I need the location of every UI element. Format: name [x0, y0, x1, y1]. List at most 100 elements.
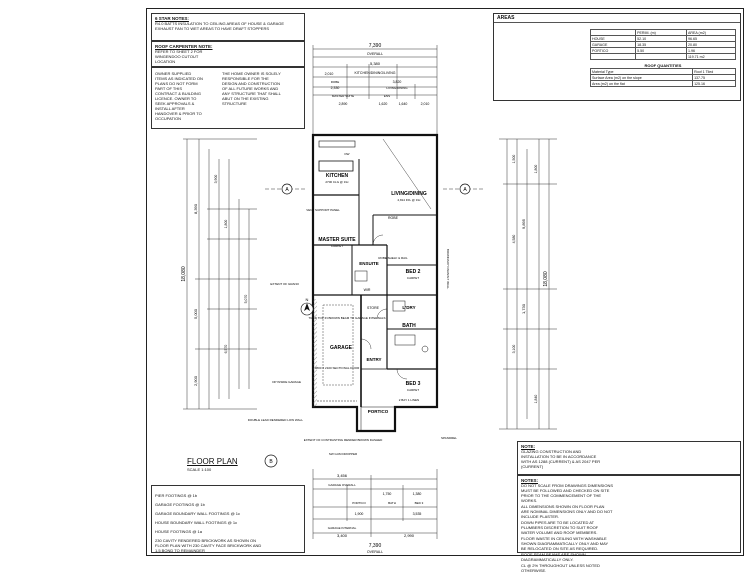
left-dim: 8,390: [193, 203, 198, 214]
owner-note-box: OWNER SUPPLIED ITEMS AS INDICATED ON PLA…: [151, 67, 305, 129]
top-dim-label: LIVING/DINING: [386, 86, 408, 90]
top-dim-label: KITCHEN/DINING/LIVING: [354, 71, 395, 75]
callout: EXTENT OF GRANO: [270, 282, 299, 286]
section-marker-left: A: [265, 183, 307, 195]
left-overall-dim: 18,080: [181, 266, 187, 282]
legend-item: HOUSE BOUNDARY WALL FOOTINGS @ 1c: [155, 520, 238, 525]
star-notes-title: 6 STAR NOTES:: [155, 16, 189, 21]
bottom-dim-label: BATH: [388, 501, 396, 505]
north-label: N: [306, 297, 309, 302]
floor-plan-drawing: 7,390 OVERALL 5,380 KITCHEN/DINING/LIVIN…: [181, 43, 557, 554]
top-dim: 5,380: [370, 61, 381, 66]
callout: EXTENT OF CONTRASTING RENDER BROWN DASHE…: [304, 438, 383, 442]
glazing-note-title: NOTE:: [521, 444, 535, 449]
room-kitchen: KITCHEN: [326, 173, 349, 179]
overall-bottom-dim: 7,390: [369, 543, 382, 549]
drawing-sheet: 6 STAR NOTES: R4.0 BATTS INSULATION TO C…: [146, 8, 744, 573]
top-dim: 2,890: [339, 102, 348, 106]
roof-carpenter-text: REFER TO SHEET 2 FOR WINGENDOO CUTOUT LO…: [155, 49, 203, 64]
right-dim: 1,800: [534, 165, 538, 174]
left-dim: 3,900: [214, 175, 218, 184]
room-bed3: BED 3: [406, 381, 421, 387]
bottom-dim-label: GARAGE OVERALL: [328, 483, 356, 487]
legend-item: HOUSE FOOTINGS @ 1a: [155, 529, 202, 534]
top-dim: 3,820: [393, 80, 402, 84]
bottom-dim: 1,750: [383, 492, 392, 496]
callout: 2 BAY 1 LINEN: [399, 398, 419, 402]
top-dim-label: ENS: [384, 94, 390, 98]
areas-cell: 119.71 m2: [685, 53, 737, 60]
plan-title: FLOOR PLAN: [187, 457, 238, 466]
section-marker-label: A: [285, 187, 289, 193]
callout: SW GUM DROPPER: [329, 452, 358, 456]
right-dim: 3,100: [512, 345, 516, 354]
room-entry: ENTRY: [366, 357, 381, 362]
left-dim: 6,570: [224, 345, 228, 354]
left-dim: 5,000: [193, 308, 198, 319]
bottom-dim: 1,900: [355, 512, 364, 516]
bottom-dim: 3,400: [337, 533, 348, 538]
bottom-dim-label: PORTICO: [352, 501, 366, 505]
room-kitchen-sub: 2700 CLG @ 31c: [325, 180, 349, 184]
areas-title: AREAS: [494, 14, 740, 23]
room-master: MASTER SUITE: [318, 237, 356, 243]
plan-scale: SCALE 1:100: [187, 467, 212, 472]
right-dim: 1,840: [534, 395, 538, 404]
overall-bottom-label: OVERALL: [367, 550, 383, 554]
room-wir: WIR: [364, 288, 371, 292]
roof-carpenter-note-box: ROOF CARPENTER NOTE: REFER TO SHEET 2 FO…: [151, 41, 305, 67]
overall-top-dim: 7,390: [369, 43, 382, 49]
building-walls: [311, 133, 439, 433]
room-bath: BATH: [402, 323, 416, 329]
overall-top-label: OVERALL: [367, 52, 383, 56]
top-dim: 1,640: [399, 102, 408, 106]
star-note-item: R4.0 BATTS INSULATION TO CEILING AREAS O…: [155, 21, 285, 26]
top-dim: 2,010: [421, 102, 430, 106]
bottom-dimensions: [312, 469, 438, 539]
room-dw: DW: [345, 152, 350, 156]
general-note-item: ROOF SEAM BEAMS ARE SHOWN DIAGRAMMATICAL…: [521, 552, 586, 562]
callout: 3800 X 2100 SECTIONAL DOOR: [315, 366, 360, 370]
roof-q-cell: 125.16: [692, 80, 736, 87]
room-laundry: L'DRY: [402, 305, 415, 310]
roof-carpenter-title: ROOF CARPENTER NOTE:: [155, 44, 213, 49]
room-portico: PORTICO: [368, 409, 389, 414]
owner-responsibility-note: THE HOME OWNER IS SOLELY RESPONSIBLE FOR…: [222, 71, 281, 106]
bottom-dim: 3,535: [413, 512, 422, 516]
gridline-label: B: [269, 459, 273, 465]
room-living-sub: 2,814 FFL @ 31c: [397, 198, 421, 202]
room-robe: ROBE: [388, 216, 399, 220]
room-living: LIVING/DINING: [391, 191, 427, 197]
bottom-dim-label: BED 3: [415, 501, 424, 505]
callout: TILED TOP IN BROWN BEAM TO GARAGE INTERN…: [308, 316, 385, 320]
roof-quantities-title: ROOF QUANTITIES: [644, 63, 682, 68]
top-dim-label: ROBE: [331, 80, 340, 84]
legend-notes-box: PIER FOOTINGS @ 1b GARAGE FOOTINGS @ 1b …: [151, 485, 305, 553]
room-bed3-sub: CARPET: [407, 388, 419, 392]
right-dim: 1,500: [512, 155, 516, 164]
callout: BOUNDARY PARAPET WALL: [446, 249, 450, 290]
left-dim: 1,800: [224, 220, 228, 229]
callout: DP INSIDE GARAGE: [272, 380, 301, 384]
room-ensuite: ENSUITE: [359, 261, 379, 266]
owner-supplied-note: OWNER SUPPLIED ITEMS AS INDICATED ON PLA…: [155, 71, 203, 121]
glazing-note-box: NOTE: GLAZING CONSTRUCTION AND INSTALLAT…: [517, 441, 741, 475]
top-dimensions: [312, 45, 438, 135]
right-dim: 9,895: [521, 218, 526, 229]
glazing-note-text: GLAZING CONSTRUCTION AND INSTALLATION TO…: [521, 449, 601, 469]
legend-footer: 230 CAVITY RENDERED BRICKWORK AS SHOWN O…: [155, 538, 262, 553]
general-note-item: DOWN PIPES ARE TO BE LOCATED AT PLUMBERS…: [521, 520, 599, 535]
callout: VENT SUPPORT PANEL: [306, 208, 340, 212]
top-dim-label: MASTER SUITE: [332, 94, 354, 98]
room-garage: GARAGE: [330, 345, 353, 351]
callout: SPANDREL: [441, 436, 457, 440]
legend-item: PIER FOOTINGS @ 1b: [155, 493, 198, 498]
right-dim: 1,730: [521, 303, 526, 314]
left-dimensions: [183, 138, 257, 410]
room-master-sub: CARPET: [331, 244, 343, 248]
general-note-item: ALL DIMENSIONS SHOWN ON FLOOR PLAN ARE N…: [521, 504, 613, 519]
legend-item: GARAGE FOOTINGS @ 1b: [155, 502, 205, 507]
areas-cell: [589, 53, 637, 60]
